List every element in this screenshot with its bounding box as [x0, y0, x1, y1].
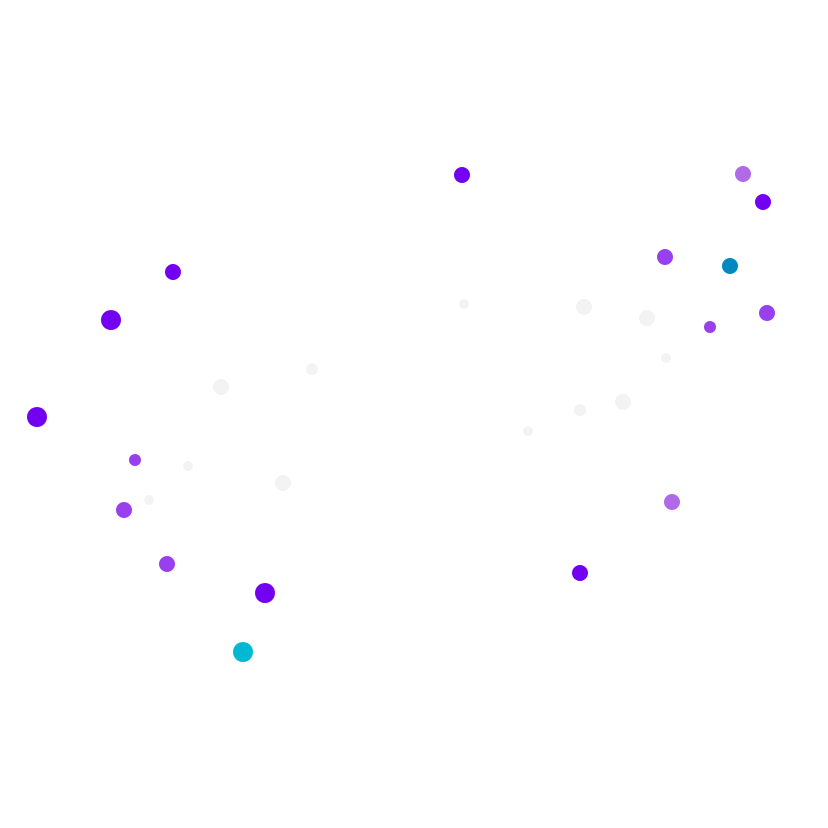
scatter-point-11 — [129, 454, 141, 466]
scatter-point-21 — [661, 353, 671, 363]
scatter-point-15 — [572, 565, 588, 581]
scatter-point-12 — [116, 502, 132, 518]
scatter-point-29 — [144, 495, 154, 505]
points-layer — [27, 166, 775, 662]
scatter-point-23 — [213, 379, 229, 395]
scatter-point-10 — [27, 407, 47, 427]
scatter-point-27 — [183, 461, 193, 471]
scatter-point-20 — [639, 310, 655, 326]
scatter-point-17 — [233, 642, 253, 662]
scatter-point-16 — [255, 583, 275, 603]
scatter-point-2 — [735, 166, 751, 182]
scatter-point-18 — [459, 299, 469, 309]
scatter-point-7 — [101, 310, 121, 330]
scatter-point-19 — [576, 299, 592, 315]
scatter-point-4 — [165, 264, 181, 280]
scatter-point-28 — [275, 475, 291, 491]
scatter-point-13 — [664, 494, 680, 510]
scatter-point-5 — [657, 249, 673, 265]
scatter-point-1 — [454, 167, 470, 183]
scatter-point-26 — [523, 426, 533, 436]
scatter-point-25 — [574, 404, 586, 416]
scatter-point-8 — [759, 305, 775, 321]
scatter-point-6 — [722, 258, 738, 274]
scatter-point-3 — [755, 194, 771, 210]
scatter-point-22 — [306, 363, 318, 375]
scatter-point-9 — [704, 321, 716, 333]
scatter-point-24 — [615, 394, 631, 410]
scatter-point-14 — [159, 556, 175, 572]
